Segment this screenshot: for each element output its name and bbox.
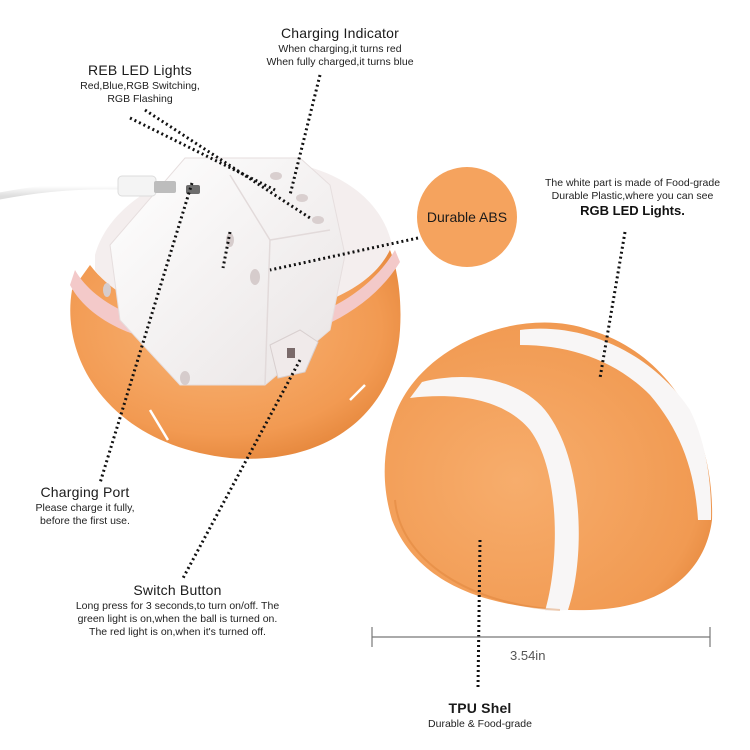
tpu-shell-title: TPU Shel bbox=[448, 700, 512, 716]
white-part-line2: Durable Plastic,where you can see bbox=[551, 190, 714, 203]
led-lights-line2: RGB Flashing bbox=[107, 92, 173, 105]
switch-button-title: Switch Button bbox=[133, 582, 222, 598]
white-part-line1: The white part is made of Food-grade bbox=[544, 177, 721, 189]
charging-port-line1: Please charge it fully, bbox=[35, 501, 135, 514]
switch-button-line2: green light is on,when the ball is turne… bbox=[77, 612, 278, 625]
switch-button-line1: Long press for 3 seconds,to turn on/off.… bbox=[75, 599, 280, 612]
charging-indicator-line2: When fully charged,it turns blue bbox=[266, 55, 414, 68]
charging-port-line2: before the first use. bbox=[40, 514, 130, 527]
white-part-line3: RGB LED Lights. bbox=[580, 203, 685, 219]
callout-lines bbox=[98, 74, 627, 689]
usb-cable bbox=[0, 175, 176, 200]
dimension-line bbox=[371, 627, 711, 647]
led-lights-title: REB LED Lights bbox=[88, 62, 192, 78]
callout-charging-port bbox=[98, 182, 194, 484]
white-part-label: The white part is made of Food-grade Dur… bbox=[520, 177, 745, 220]
durable-abs-badge: Durable ABS bbox=[417, 167, 517, 267]
charging-indicator-line1: When charging,it turns red bbox=[278, 42, 402, 55]
switch-button-line3: The red light is on,when it's turned off… bbox=[89, 625, 266, 638]
open-ball-half bbox=[70, 157, 401, 459]
closed-ball-half bbox=[384, 322, 713, 611]
callout-switch-button bbox=[180, 359, 302, 581]
charging-indicator-title: Charging Indicator bbox=[281, 25, 399, 41]
led-lights-line1: Red,Blue,RGB Switching, bbox=[80, 79, 200, 92]
dimension-value: 3.54in bbox=[510, 648, 546, 663]
callout-charging-indicator bbox=[288, 74, 322, 196]
switch-button-label: Switch Button Long press for 3 seconds,t… bbox=[35, 582, 320, 639]
charging-port-label: Charging Port Please charge it fully, be… bbox=[10, 484, 160, 528]
tpu-shell-label: TPU Shel Durable & Food-grade bbox=[400, 700, 560, 731]
charging-port-title: Charging Port bbox=[40, 484, 130, 500]
durable-abs-label: Durable ABS bbox=[426, 209, 508, 225]
charging-indicator-label: Charging Indicator When charging,it turn… bbox=[240, 25, 440, 69]
tpu-shell-line1: Durable & Food-grade bbox=[428, 717, 532, 730]
callout-abs bbox=[269, 236, 419, 272]
led-lights-label: REB LED Lights Red,Blue,RGB Switching, R… bbox=[50, 62, 230, 106]
